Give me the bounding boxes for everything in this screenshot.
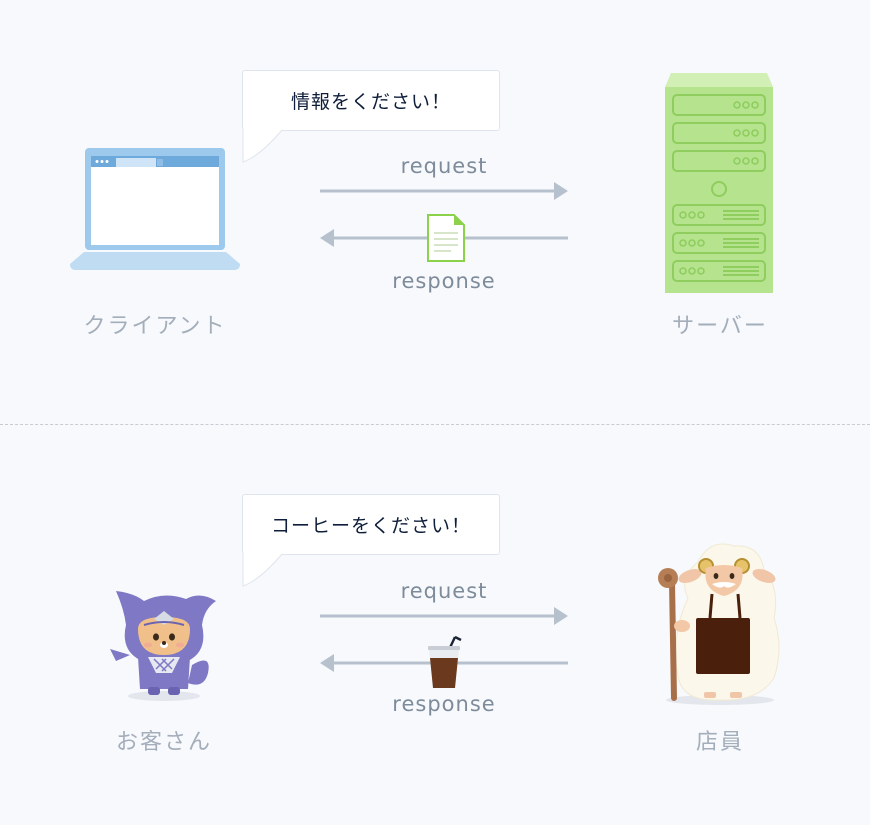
staff-label: 店員 <box>695 730 744 755</box>
bubble-tail-top <box>242 129 283 163</box>
bubble-text-bottom: コーヒーをください！ <box>270 515 471 537</box>
customer-label: お客さん <box>115 730 212 755</box>
response-label-bottom: response <box>392 692 496 716</box>
laptop-icon <box>70 148 240 270</box>
speech-bubble-top: 情報をください！ <box>242 70 500 131</box>
sheep-staff-icon <box>658 543 780 705</box>
speech-bubble-bottom: コーヒーをください！ <box>242 494 500 555</box>
section-divider <box>0 424 870 425</box>
bubble-tail-bottom <box>242 553 283 587</box>
server-icon <box>665 73 773 293</box>
bubble-text-top: 情報をください！ <box>290 91 451 113</box>
client-label: クライアント <box>83 314 227 339</box>
document-icon <box>427 214 465 262</box>
ninja-customer-icon <box>110 591 216 701</box>
response-label-top: response <box>392 269 496 293</box>
request-label-bottom: request <box>400 579 488 603</box>
request-label-top: request <box>400 154 488 178</box>
coffee-cup-icon <box>428 635 462 688</box>
request-arrow-bottom <box>320 607 568 625</box>
server-label: サーバー <box>672 314 768 339</box>
request-arrow-top <box>320 182 568 200</box>
